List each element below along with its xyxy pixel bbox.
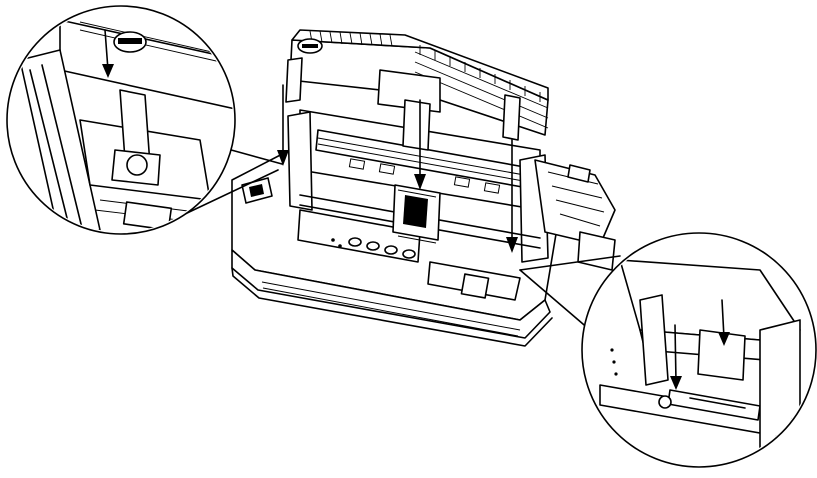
printer-front-door	[428, 262, 520, 300]
left-detail-callout	[7, 6, 282, 240]
right-detail-callout	[520, 233, 816, 470]
ribbon-cartridge	[286, 30, 548, 150]
panel-button-3	[385, 246, 397, 254]
paper-tractor-unit	[535, 160, 615, 270]
print-head-carriage	[393, 185, 440, 243]
insertion-arrow-center	[414, 100, 426, 190]
panel-button-4	[403, 250, 415, 258]
insertion-arrow-left	[277, 85, 289, 166]
printer-control-panel	[298, 210, 420, 262]
panel-button-1	[349, 238, 361, 246]
panel-button-2	[367, 242, 379, 250]
insertion-arrow-right	[506, 140, 518, 253]
